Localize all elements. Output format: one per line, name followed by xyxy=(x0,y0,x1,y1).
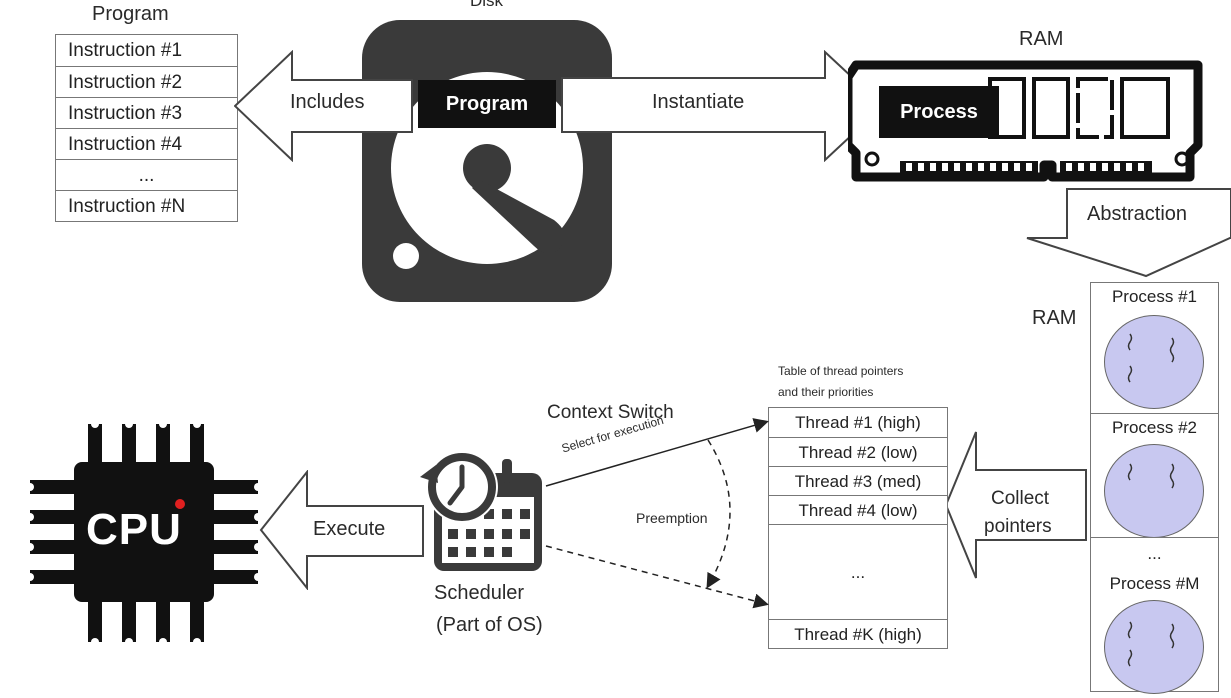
process-cell: Process #1 xyxy=(1091,283,1218,413)
collect-label-line1: Collect xyxy=(991,488,1050,509)
execute-label: Execute xyxy=(313,518,386,540)
instruction-row: Instruction #1 xyxy=(68,40,183,61)
preemption-label: Preemption xyxy=(636,510,708,526)
collect-pointers-arrow xyxy=(944,431,1087,579)
instruction-row: Instruction #3 xyxy=(56,97,237,128)
instantiate-label: Instantiate xyxy=(652,91,745,113)
thread-table: Thread #1 (high) Thread #2 (low) Thread … xyxy=(768,407,948,649)
thread-table-caption-2: and their priorities xyxy=(778,385,874,399)
execute-arrow xyxy=(259,470,424,590)
thread-table-caption-1: Table of thread pointers xyxy=(778,364,904,378)
disk-program-block: Program xyxy=(418,80,556,128)
abstraction-label: Abstraction xyxy=(1087,203,1188,225)
context-switch-arrows xyxy=(545,418,769,609)
instruction-row: Instruction #2 xyxy=(56,66,237,97)
thread-row: Thread #K (high) xyxy=(769,619,947,648)
process-circle xyxy=(1104,444,1204,538)
process-title: Process #2 xyxy=(1111,418,1198,437)
ram-top-title: RAM xyxy=(1019,28,1064,50)
instruction-table: Instruction #1 Instruction #2 Instructio… xyxy=(55,34,238,222)
scheduler-label-line2: (Part of OS) xyxy=(436,614,543,636)
thread-row: Thread #3 (med) xyxy=(769,466,947,495)
process-title: Process #1 xyxy=(1111,287,1198,306)
disk-title: Disk xyxy=(470,0,504,10)
thread-row: Thread #1 (high) xyxy=(795,413,921,432)
thread-row: ... xyxy=(769,524,947,619)
thread-squiggles xyxy=(1127,333,1175,667)
abstraction-arrow xyxy=(1026,188,1231,278)
scheduler-label-line1: Scheduler xyxy=(434,582,525,604)
process-cell: Process #2 xyxy=(1091,413,1218,538)
thread-row: Thread #4 (low) xyxy=(769,495,947,524)
includes-label: Includes xyxy=(290,91,365,113)
scheduler-calendar-icon xyxy=(420,451,542,571)
instruction-row: ... xyxy=(56,159,237,190)
cpu-chip-icon xyxy=(26,420,262,646)
process-title: Process #M xyxy=(1109,574,1200,593)
process-cell: ... Process #M xyxy=(1091,537,1218,694)
process-circle xyxy=(1104,315,1204,409)
ram-side-title: RAM xyxy=(1032,307,1077,329)
instruction-row: Instruction #N xyxy=(56,190,237,221)
ram-process-block: Process xyxy=(879,86,999,138)
process-ellipsis: ... xyxy=(1147,544,1162,563)
context-switch-label: Context Switch xyxy=(547,402,674,423)
instruction-row: Instruction #4 xyxy=(56,128,237,159)
thread-row: Thread #2 (low) xyxy=(769,437,947,466)
includes-arrow xyxy=(234,50,413,162)
program-title: Program xyxy=(92,3,169,25)
cpu-label: CPU xyxy=(86,505,182,554)
process-column: Process #1 Process #2 ... Process #M xyxy=(1090,282,1219,694)
process-circle xyxy=(1104,600,1204,694)
collect-label-line2: pointers xyxy=(984,516,1052,537)
